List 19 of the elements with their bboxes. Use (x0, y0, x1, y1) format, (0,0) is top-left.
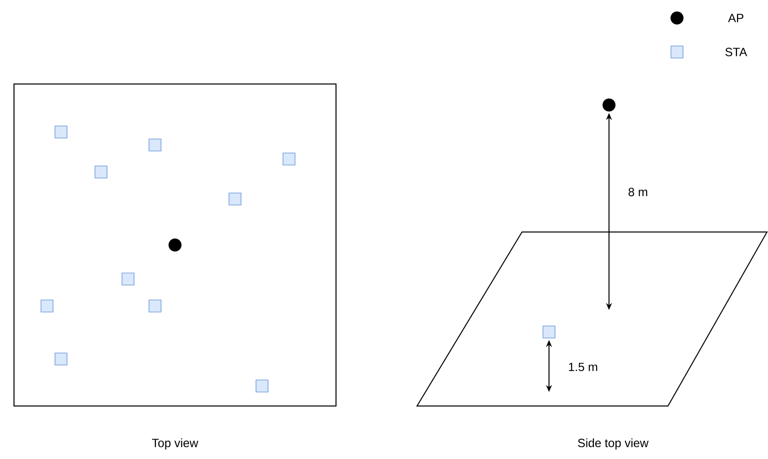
legend-label: AP (728, 14, 744, 22)
station-square (40, 300, 54, 312)
legend-label: STA (725, 48, 748, 56)
access-point-dot (168, 238, 182, 252)
access-point-dot (602, 98, 616, 112)
station-square (54, 126, 68, 138)
station-square (282, 152, 296, 166)
station-square (542, 326, 556, 338)
station-square (54, 352, 68, 366)
station-square (94, 166, 108, 178)
dimension-label: 8 m (628, 188, 648, 196)
station-square (228, 192, 242, 206)
station-square (256, 380, 268, 392)
station-square (122, 272, 134, 286)
station-square (148, 300, 162, 312)
station-square (148, 138, 162, 152)
dimension-label: 1.5 m (568, 362, 598, 372)
view-caption: Side top view (578, 438, 649, 450)
view-caption: Top view (152, 438, 198, 450)
